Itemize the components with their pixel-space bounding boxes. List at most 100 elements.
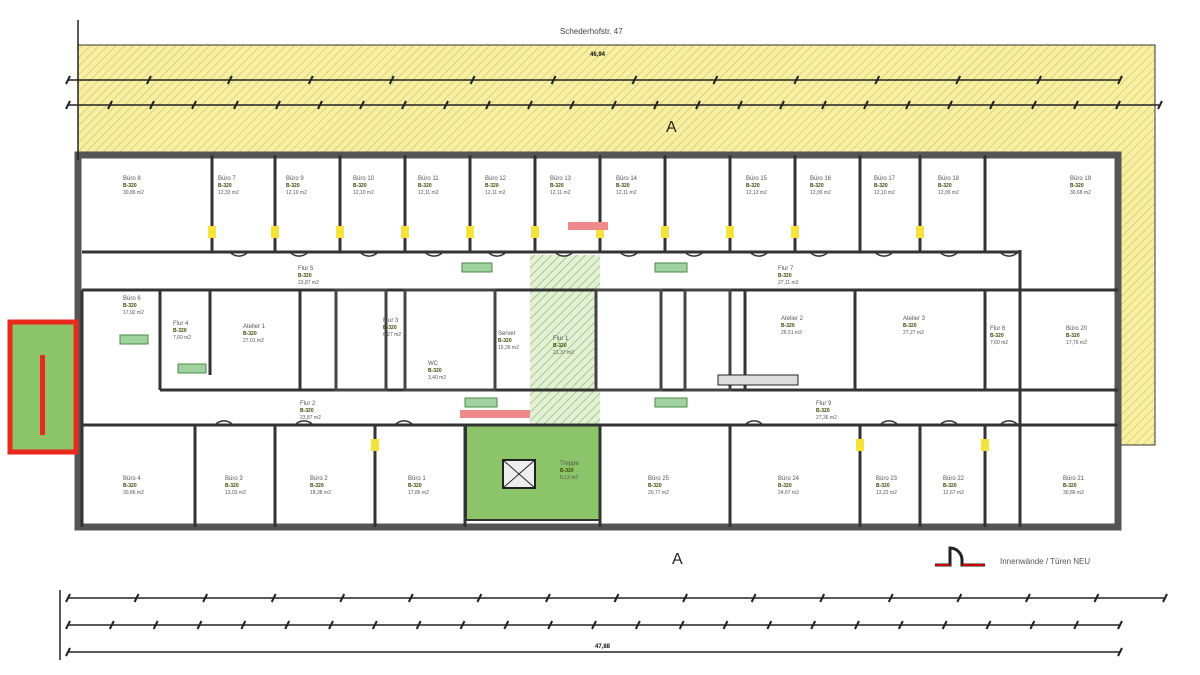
door-swing	[487, 251, 507, 257]
room-name: Büro 7	[218, 176, 236, 182]
legend-label: Innenwände / Türen NEU	[1000, 557, 1090, 566]
room-name: Büro 17	[874, 176, 896, 182]
room-name: Büro 2	[310, 476, 328, 482]
dimension-tick	[941, 620, 948, 630]
room-area: 27,27 m2	[903, 330, 924, 336]
dimension-tick	[810, 620, 817, 630]
room-code: B-320	[560, 468, 574, 474]
door-swing	[294, 420, 314, 426]
external-stair-handrail	[40, 355, 45, 435]
room-area: 27,36 m2	[816, 415, 837, 421]
dimension-tick	[469, 75, 476, 85]
dimension-tick	[1115, 100, 1121, 110]
door-swing	[289, 251, 309, 257]
room-code: B-320	[298, 273, 312, 279]
room-code: B-320	[428, 368, 442, 374]
dimension-tick	[569, 100, 575, 110]
dimension-tick	[1024, 593, 1031, 603]
dimension-tick	[550, 75, 557, 85]
room-code: B-320	[781, 323, 795, 329]
dimension-tick	[407, 593, 414, 603]
dimension-tick	[476, 593, 483, 603]
dimension-tick	[613, 593, 620, 603]
room-area: 17,86 m2	[408, 490, 429, 496]
room-name: Büro 6	[123, 296, 141, 302]
room-code: B-320	[816, 408, 830, 414]
room-code: B-320	[123, 303, 137, 309]
room-code: B-320	[310, 483, 324, 489]
room-area: 27,11 m2	[778, 280, 799, 286]
room-name: Flur 4	[173, 321, 189, 327]
dimension-tick	[887, 593, 894, 603]
room-code: B-320	[123, 183, 137, 189]
room-area: 12,10 m2	[286, 190, 307, 196]
door-swing	[939, 251, 959, 257]
room-name: Büro 19	[1070, 176, 1092, 182]
room-name: Atelier 3	[903, 316, 926, 322]
dimension-tick	[1029, 620, 1036, 630]
door-swing	[359, 251, 379, 257]
room-name: Flur 5	[298, 266, 314, 272]
room-name: Büro 21	[1063, 476, 1085, 482]
room-code: B-320	[778, 483, 792, 489]
dimension-tick	[712, 75, 719, 85]
dimension-tick	[947, 100, 953, 110]
room-code: B-320	[550, 183, 564, 189]
room-name: Büro 11	[418, 176, 439, 182]
room-name: Büro 25	[648, 476, 670, 482]
dimension-tick	[270, 593, 277, 603]
dimension-tick	[779, 100, 785, 110]
door-swing	[554, 251, 574, 257]
room-code: B-320	[300, 408, 314, 414]
room-area: 13,03 m2	[225, 490, 246, 496]
room-area: 6,27 m2	[383, 332, 401, 338]
room-area: 23,87 m2	[298, 280, 319, 286]
dimension-tick	[339, 593, 346, 603]
svg-text:A: A	[672, 551, 683, 568]
dimension-tick	[1093, 593, 1100, 603]
dimension-tick	[591, 620, 597, 630]
door-marker	[981, 439, 989, 451]
room-name: Atelier 2	[781, 316, 804, 322]
dimension-tick	[443, 100, 449, 110]
dimension-tick	[989, 100, 995, 110]
room-area: 30,68 m2	[1070, 190, 1091, 196]
room-name: Büro 14	[616, 176, 638, 182]
door-swing	[229, 251, 249, 257]
room-area: 15,26 m2	[498, 345, 519, 351]
room-code: B-320	[553, 343, 567, 349]
room-area: 30,86 m2	[123, 490, 144, 496]
room-name: Büro 20	[1066, 326, 1088, 332]
dimension-tick	[1073, 100, 1079, 110]
room-name: Büro 22	[943, 476, 965, 482]
dimension-lines	[59, 20, 1168, 660]
street-label: Schederhofstr. 47	[560, 27, 623, 36]
dimension-tick	[766, 620, 773, 630]
room-area: 12,67 m2	[943, 490, 964, 496]
door-swing	[424, 251, 444, 257]
room-code: B-320	[173, 328, 187, 334]
room-area: 17,76 m2	[1066, 340, 1087, 346]
room-name: Büro 3	[225, 476, 243, 482]
door-marker	[401, 226, 409, 238]
door-marker	[466, 226, 474, 238]
sanitary-blocks	[334, 288, 732, 392]
room-area: 30,86 m2	[1063, 490, 1084, 496]
central-escape-hatch	[530, 255, 600, 425]
